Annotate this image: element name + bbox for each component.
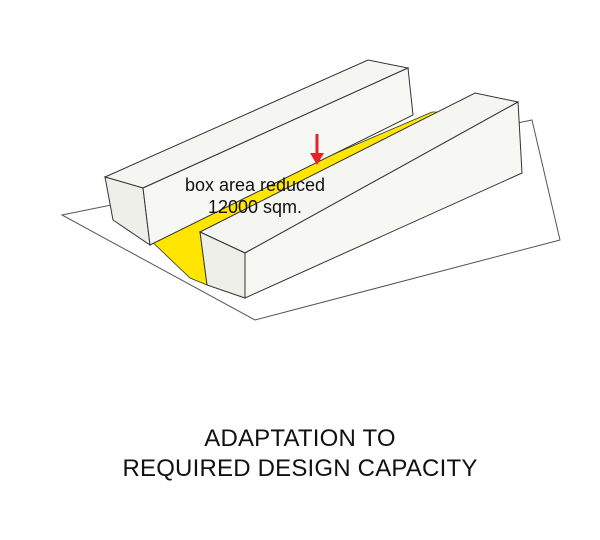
annotation-line-2: 12000 sqm. — [207, 197, 303, 217]
left-block-side — [142, 67, 414, 246]
annotation-line-1: box area reduced — [184, 175, 326, 195]
caption-line-2: REQUIRED DESIGN CAPACITY — [122, 455, 478, 482]
area-annotation: box area reduced 12000 sqm. — [150, 174, 360, 218]
caption-line-1: ADAPTATION TO — [204, 425, 396, 452]
right-block-side — [244, 101, 523, 299]
red-arrow-icon — [310, 134, 324, 165]
diagram-caption: ADAPTATION TO REQUIRED DESIGN CAPACITY — [0, 424, 600, 484]
